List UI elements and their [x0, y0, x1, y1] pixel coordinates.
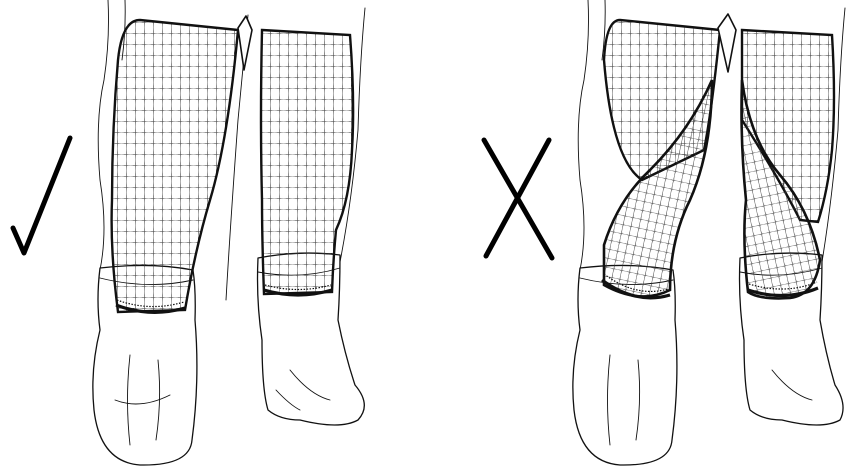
netting-left-leg — [112, 20, 238, 312]
incorrect-panel — [573, 0, 845, 465]
check-mark-icon — [13, 138, 70, 253]
cross-mark-icon — [484, 140, 552, 258]
right-leg — [258, 30, 365, 425]
trouser-outline-left — [98, 0, 108, 270]
correct-panel — [93, 0, 365, 465]
left-leg — [93, 20, 238, 465]
left-leg-incorrect — [573, 20, 720, 465]
